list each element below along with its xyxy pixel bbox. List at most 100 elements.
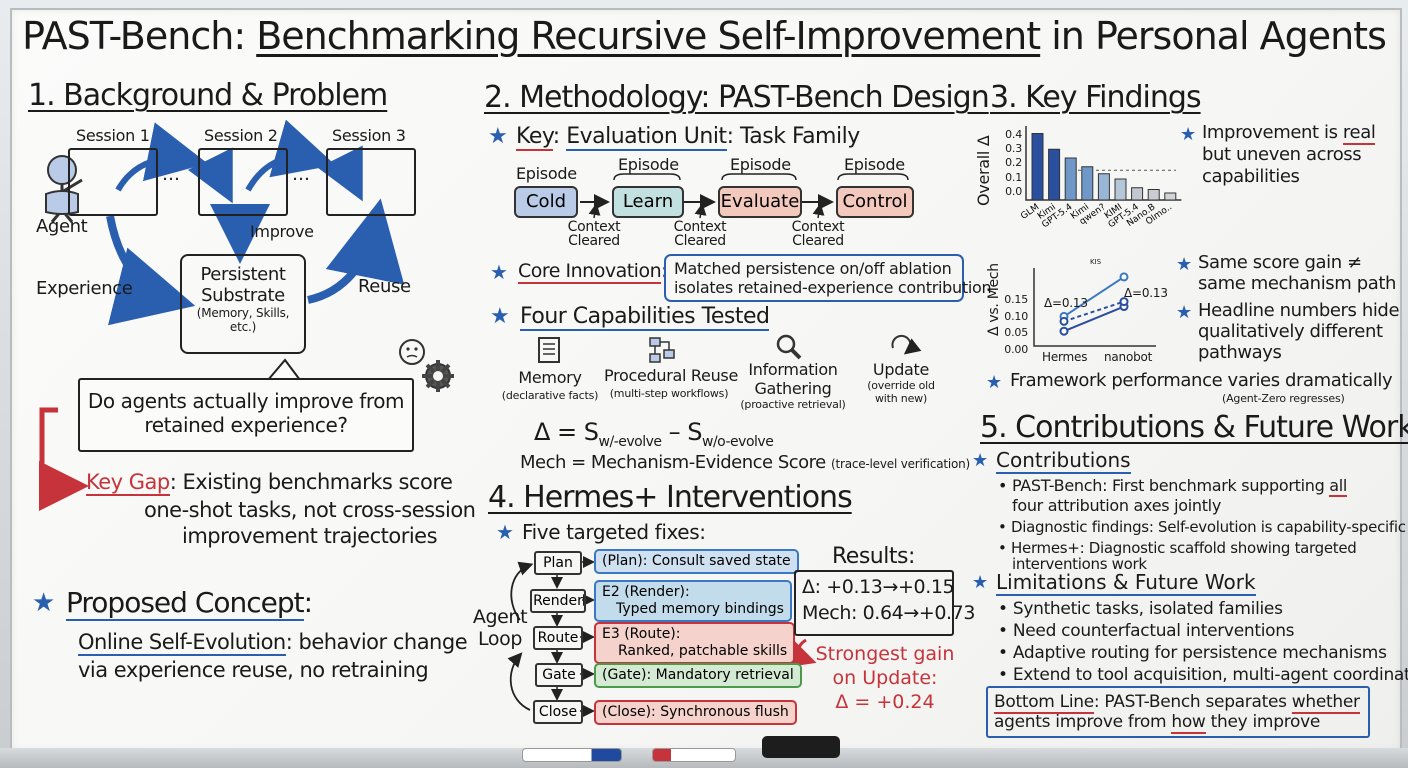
fix-render-line2: Typed memory bindings: [616, 601, 784, 617]
stage-gate: Gate: [535, 663, 583, 687]
finding-4-note: (Agent-Zero regresses): [1222, 392, 1345, 405]
bottom-line-2: agents improve from how they improve: [994, 712, 1368, 734]
finding3-line1: Headline numbers hide: [1198, 300, 1400, 321]
finding2-line1: Same score gain ≠: [1198, 252, 1362, 273]
fix-plan: (Plan): Consult saved state: [594, 549, 799, 574]
bar-1: [1048, 148, 1061, 201]
episode-label-3: Episode: [730, 155, 791, 174]
core-innovation-box: Matched persistence on/off ablation isol…: [664, 254, 992, 302]
section5-heading: 5. Contributions & Future Work: [980, 410, 1408, 445]
agent-loop-line1: Agent: [472, 606, 528, 628]
bar-8: [1164, 192, 1177, 201]
cap-information-name: Information: [748, 360, 838, 379]
session3-label: Session 3: [332, 126, 406, 145]
line-point-2-0: [1059, 316, 1069, 326]
line-point-0-1: [1119, 272, 1129, 282]
bar-5: [1114, 178, 1127, 201]
delta-label-a: Δ=0.13: [1044, 296, 1088, 310]
cap-information: Information Gathering (proactive retriev…: [738, 360, 848, 411]
star-icon: ★: [496, 520, 514, 544]
eraser[interactable]: [762, 736, 840, 758]
substrate-line3: (Memory, Skills,: [196, 306, 290, 320]
five-fixes-label: Five targeted fixes:: [522, 520, 706, 544]
strongest-gain-arrow: [783, 638, 817, 668]
question-line1: Do agents actually improve from: [87, 389, 405, 413]
contribution1-all: all: [1329, 476, 1348, 497]
star-icon: ★: [972, 572, 989, 593]
results-box: Δ: +0.13→+0.15 Mech: 0.64→+0.73: [794, 570, 975, 636]
bar-ytick-0: 0.4: [1005, 128, 1022, 141]
line-ylabel: Δ vs. Mech: [986, 263, 1002, 336]
session2-box: [198, 148, 288, 216]
formula-delta: Δ = S: [534, 418, 599, 446]
limitation-item: • Adaptive routing for persistence mecha…: [998, 643, 1387, 663]
cap-update-name: Update: [872, 360, 930, 379]
cap-memory: Memory (declarative facts): [500, 368, 600, 402]
session2-label: Session 2: [204, 126, 278, 145]
finding-2: Same score gain ≠ same mechanism path: [1198, 252, 1396, 294]
page-title: PAST-Bench: Benchmarking Recursive Self-…: [0, 14, 1408, 58]
fix-render-line1: E2 (Render):: [602, 584, 690, 600]
experience-arrow: [106, 215, 196, 326]
bottom-line-whether: whether: [1291, 692, 1360, 714]
red-marker[interactable]: [652, 748, 736, 762]
section3-heading: 3. Key Findings: [990, 80, 1202, 115]
cap-information-desc: (proactive retrieval): [740, 398, 846, 411]
strongest-line2: on Update:: [832, 667, 938, 689]
bar-3: [1081, 166, 1094, 201]
results-delta: Δ: +0.13→+0.15: [802, 576, 955, 598]
fix-route: E3 (Route):Ranked, patchable skills: [594, 622, 796, 664]
bottom-line-text3: they improve: [1205, 712, 1321, 732]
phase-evaluate: Evaluate: [718, 186, 802, 218]
blue-marker[interactable]: [522, 748, 622, 762]
bar-0: [1031, 133, 1044, 201]
bottom-line-box: Bottom Line: PAST-Bench separates whethe…: [986, 686, 1370, 738]
concept-line1: Online Self-Evolution: behavior change: [78, 630, 468, 656]
strongest-line1: Strongest gain: [815, 643, 955, 665]
limitations-list: • Synthetic tasks, isolated families • N…: [998, 598, 1408, 686]
fix-route-line1: E3 (Route):: [602, 626, 681, 642]
question-line2: retained experience?: [144, 413, 348, 437]
core-line1: Matched persistence on/off ablation: [674, 259, 952, 278]
key-gap-line2: one-shot tasks, not cross-session: [144, 498, 476, 522]
experience-label: Experience: [36, 278, 133, 299]
section4-heading: 4. Hermes+ Interventions: [488, 480, 853, 515]
finding-1: Improvement is real but uneven across ca…: [1202, 122, 1376, 188]
finding3-line3: pathways: [1198, 342, 1282, 363]
bar-2: [1064, 157, 1077, 201]
star-icon: ★: [490, 260, 508, 284]
delta-formula: Δ = Sw/-evolve – Sw/o-evolve: [534, 418, 774, 450]
concept-line2: via experience reuse, no retraining: [78, 658, 429, 682]
cap-update-desc: (override old: [867, 379, 935, 392]
phase-cold: Cold: [514, 186, 578, 218]
bottom-line-how: how: [1171, 712, 1206, 734]
phase-control: Control: [836, 186, 914, 218]
contribution3-line1: Hermes+: Diagnostic scaffold showing tar…: [1011, 539, 1357, 557]
star-icon: ★: [32, 588, 56, 618]
bar-ytick-1: 0.3: [1005, 142, 1022, 156]
finding1-line3: capabilities: [1202, 166, 1300, 187]
core-label: Core Innovation: [518, 260, 662, 284]
key-gap-bracket: [39, 407, 89, 511]
bottom-line-1: Bottom Line: PAST-Bench separates whethe…: [994, 692, 1368, 714]
key-gap-label: Key Gap: [86, 470, 170, 496]
line-point-2-1: [1119, 297, 1129, 307]
substrate-line4: etc.): [229, 320, 257, 334]
line-series-1: [1063, 305, 1125, 333]
concept-heading-text: Proposed Concept: [66, 586, 305, 621]
session3-box: [326, 148, 416, 216]
line-ytick-1: 0.10: [1004, 309, 1028, 323]
ellipsis-2: …: [292, 164, 310, 185]
task-family: : Task Family: [726, 124, 861, 149]
line-point-1-0: [1059, 326, 1069, 336]
fix-close: (Close): Synchronous flush: [594, 700, 797, 725]
reuse-arrow: [307, 198, 405, 304]
bottom-line-label: Bottom Line: [994, 692, 1094, 714]
limitations-heading: Limitations & Future Work: [996, 570, 1256, 596]
contribution-3: • Hermes+: Diagnostic scaffold showing t…: [998, 539, 1357, 573]
